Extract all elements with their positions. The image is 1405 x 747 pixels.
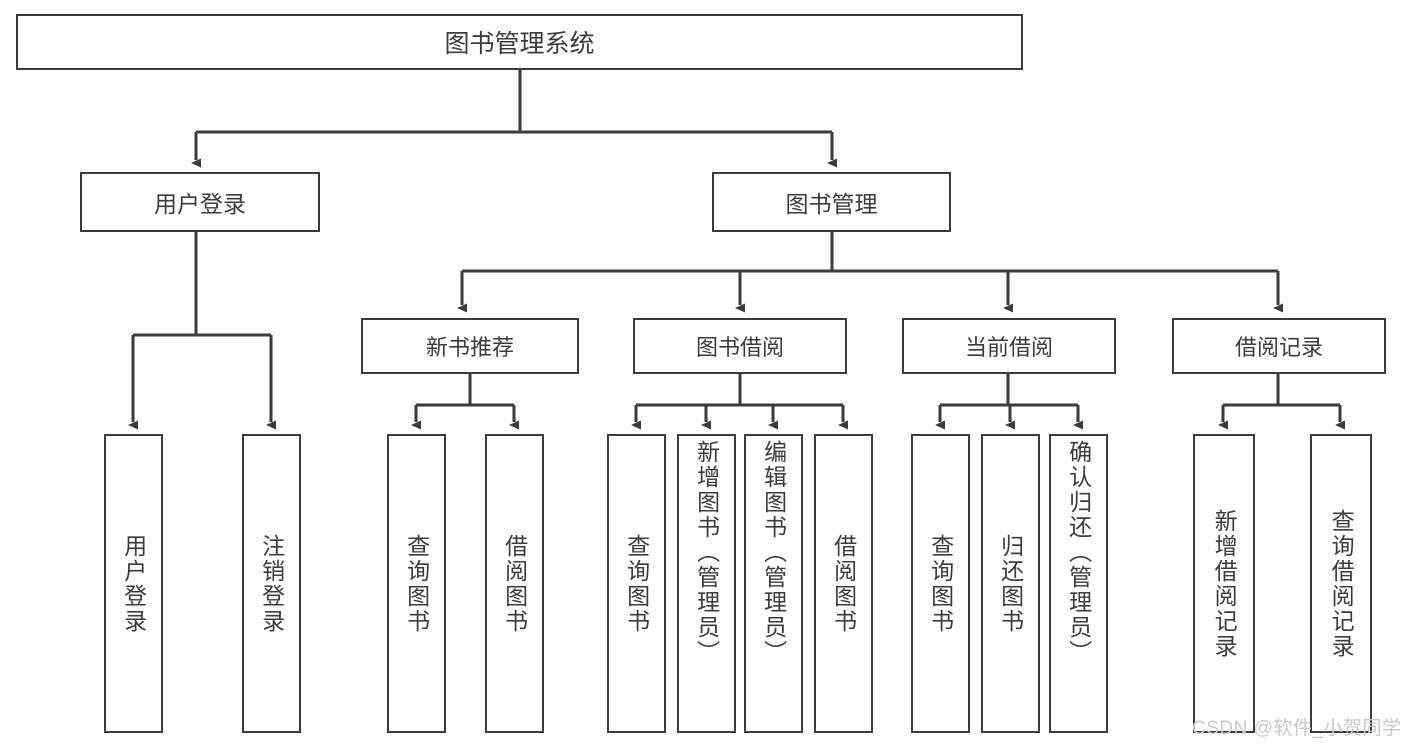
leaf-query-book-1-label: 查询图书 xyxy=(403,533,430,634)
leaf-query-book-2[interactable]: 查询图书 xyxy=(607,434,666,733)
node-book-borrow-label: 图书借阅 xyxy=(695,335,784,360)
node-root-label: 图书管理系统 xyxy=(444,30,595,58)
leaf-return-book[interactable]: 归还图书 xyxy=(981,434,1040,733)
node-book-borrow[interactable]: 图书借阅 xyxy=(633,318,847,374)
node-new-book-recommend[interactable]: 新书推荐 xyxy=(361,318,579,374)
leaf-return-book-label: 归还图书 xyxy=(997,533,1024,634)
leaf-add-record[interactable]: 新增借阅记录 xyxy=(1193,434,1255,733)
leaf-logout-label: 注销登录 xyxy=(258,533,285,634)
leaf-query-book-1[interactable]: 查询图书 xyxy=(387,434,446,733)
node-current-borrow[interactable]: 当前借阅 xyxy=(902,318,1116,374)
node-root[interactable]: 图书管理系统 xyxy=(16,14,1023,70)
leaf-query-record-label: 查询借阅记录 xyxy=(1328,508,1355,659)
leaf-borrow-book-2[interactable]: 借阅图书 xyxy=(814,434,873,733)
node-book-management-label: 图书管理 xyxy=(785,191,878,217)
leaf-query-book-3[interactable]: 查询图书 xyxy=(911,434,970,733)
leaf-add-book-label: 新增图书（管理员） xyxy=(693,440,720,665)
node-borrow-record-label: 借阅记录 xyxy=(1234,335,1323,360)
leaf-edit-book-label: 编辑图书（管理员） xyxy=(760,440,787,665)
leaf-user-login-label: 用户登录 xyxy=(120,533,147,634)
leaf-query-book-3-label: 查询图书 xyxy=(927,533,954,634)
leaf-edit-book[interactable]: 编辑图书（管理员） xyxy=(744,434,803,733)
node-user-login[interactable]: 用户登录 xyxy=(80,172,320,232)
leaf-borrow-book-2-label: 借阅图书 xyxy=(830,533,857,634)
leaf-user-login[interactable]: 用户登录 xyxy=(104,434,163,733)
node-book-management[interactable]: 图书管理 xyxy=(712,172,951,232)
leaf-query-record[interactable]: 查询借阅记录 xyxy=(1310,434,1372,733)
node-current-borrow-label: 当前借阅 xyxy=(964,335,1053,360)
leaf-logout[interactable]: 注销登录 xyxy=(242,434,301,733)
leaf-add-book[interactable]: 新增图书（管理员） xyxy=(677,434,736,733)
csdn-watermark: CSDN @软件_小贺同学 xyxy=(1192,718,1402,739)
leaf-query-book-2-label: 查询图书 xyxy=(623,533,650,634)
node-user-login-label: 用户登录 xyxy=(154,191,246,217)
leaf-confirm-return[interactable]: 确认归还（管理员） xyxy=(1049,434,1108,733)
leaf-add-record-label: 新增借阅记录 xyxy=(1211,508,1238,659)
leaf-borrow-book-1[interactable]: 借阅图书 xyxy=(485,434,544,733)
leaf-borrow-book-1-label: 借阅图书 xyxy=(501,533,528,634)
leaf-confirm-return-label: 确认归还（管理员） xyxy=(1065,440,1092,665)
node-borrow-record[interactable]: 借阅记录 xyxy=(1172,318,1386,374)
node-new-book-recommend-label: 新书推荐 xyxy=(425,335,514,360)
